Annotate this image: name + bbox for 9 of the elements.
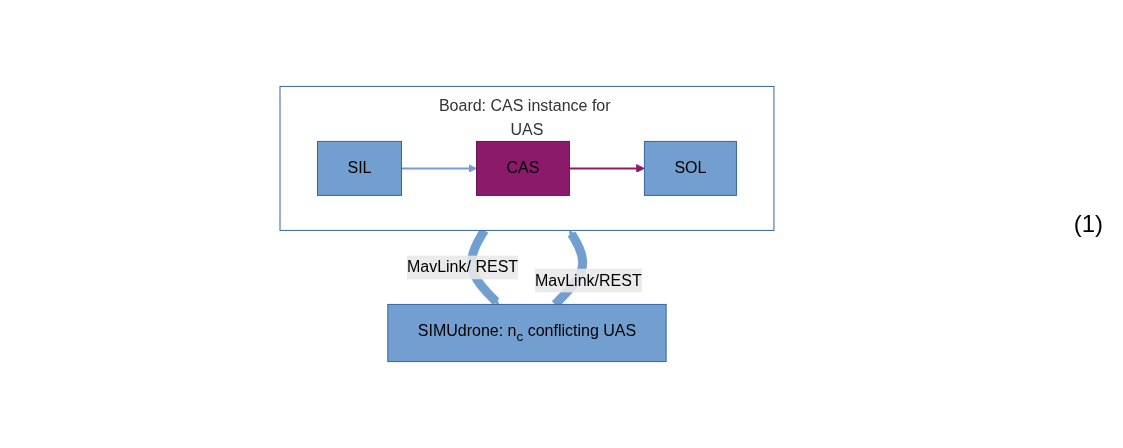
node-box: CAS <box>475 140 570 196</box>
arrow <box>400 164 477 173</box>
arrow <box>568 164 645 173</box>
node-box: SIL <box>316 140 402 196</box>
note-label: (1) <box>1073 210 1103 238</box>
edge-label: MavLink/ REST <box>406 258 518 276</box>
node-box: SIMUdrone: n$_{c}$ conflicting UAS <box>387 303 667 363</box>
node-box: SOL <box>643 140 737 196</box>
edge-label: MavLink/REST <box>534 271 642 289</box>
